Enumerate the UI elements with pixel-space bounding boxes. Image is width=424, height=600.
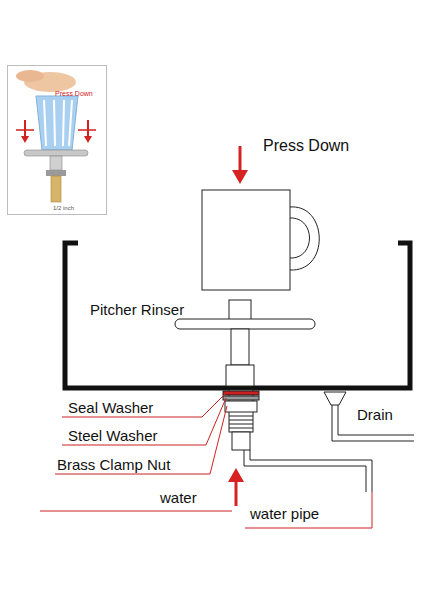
drain-pipe [332, 405, 414, 441]
sink [65, 243, 410, 388]
size-note: 1/2 inch [53, 205, 74, 212]
flow-label: water [160, 490, 197, 507]
part-label: water pipe [250, 506, 319, 523]
press-note: Press Down [55, 90, 93, 98]
pitcher [202, 190, 319, 290]
part-label: Brass Clamp Nut [57, 457, 170, 474]
inset-photo [8, 66, 106, 214]
mount-hardware [223, 390, 259, 450]
inset-photo-frame: Press Down 1/2 inch [7, 65, 107, 215]
pitcher-rinser [175, 300, 315, 386]
rinser-bar [24, 150, 88, 156]
part-label: Pitcher Rinser [90, 302, 184, 319]
part-label: Drain [357, 407, 393, 424]
part-label: Steel Washer [68, 428, 157, 445]
water-arrow [235, 480, 238, 506]
water-pipe [244, 450, 372, 492]
brass-stem [51, 176, 61, 202]
action-label: Press Down [263, 137, 349, 155]
leader-lines [40, 393, 372, 528]
drain-funnel [324, 392, 346, 405]
glass [36, 96, 78, 150]
part-label: Seal Washer [68, 400, 153, 417]
press-arrow [239, 146, 242, 172]
